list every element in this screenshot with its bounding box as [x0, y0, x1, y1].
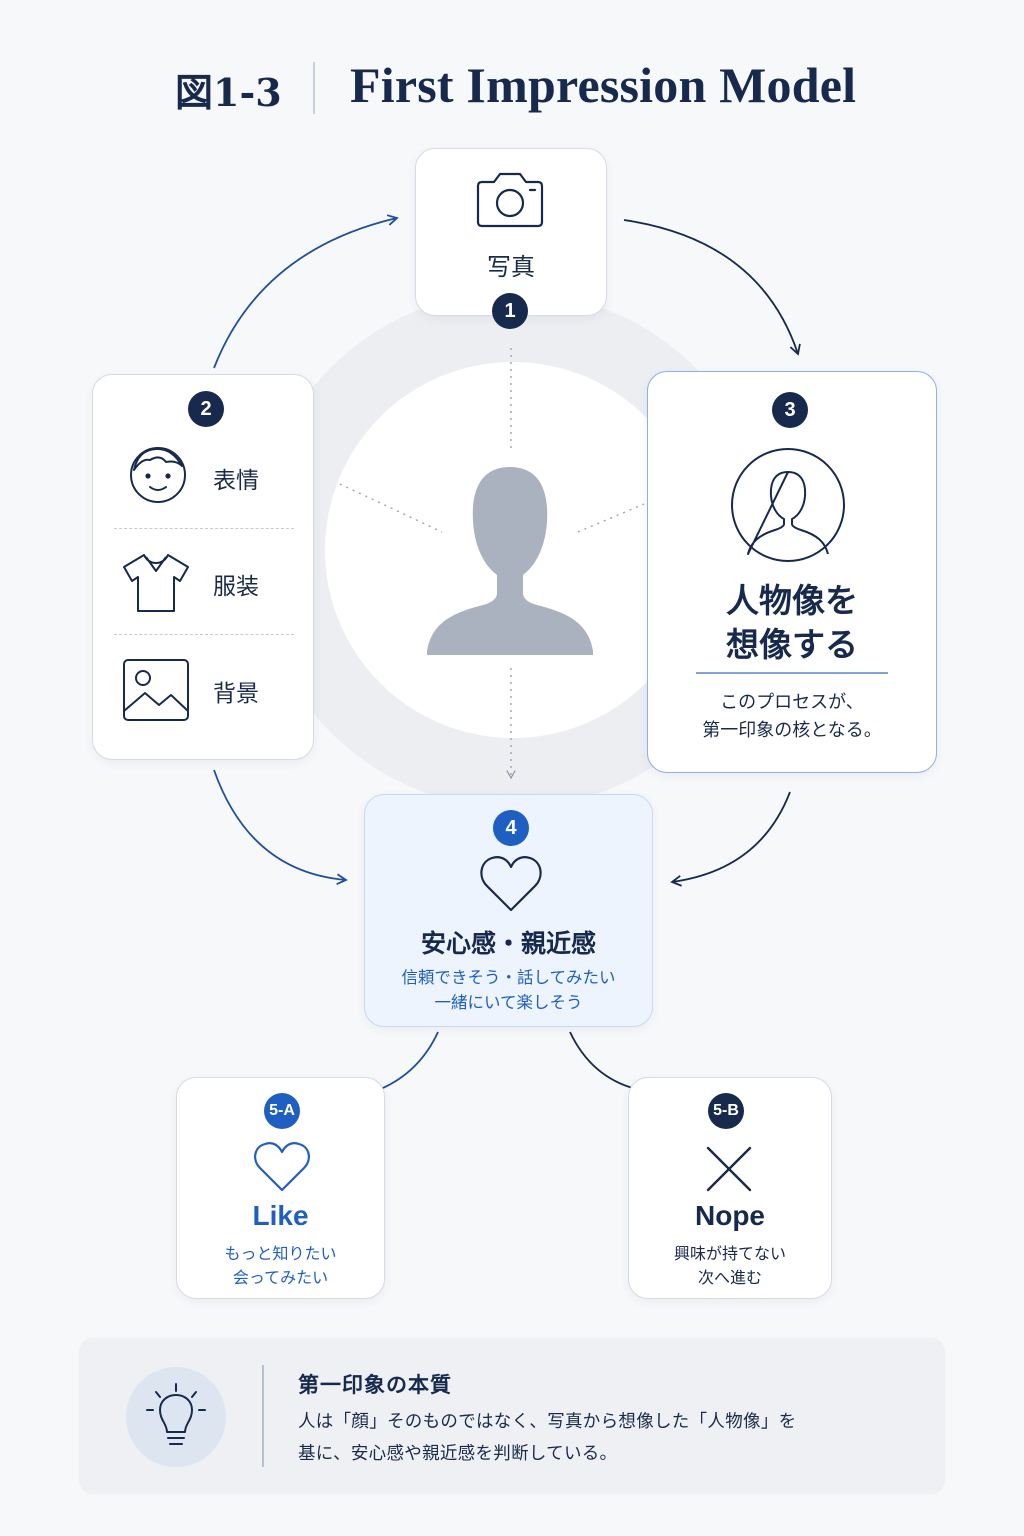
step1-photo-card: [415, 148, 607, 316]
lightbulb-icon: [146, 1383, 206, 1445]
step1-badge: 1: [492, 293, 528, 329]
step1-label: 写真: [487, 253, 535, 281]
step2-elements-card: [92, 374, 314, 760]
step5a-badge: 5-A: [264, 1093, 300, 1129]
step4-title: 安心感・親近感: [420, 929, 596, 958]
arrow-2-to-1: [213, 214, 399, 369]
item-divider: [114, 634, 294, 635]
item-divider: [114, 528, 294, 529]
insight-title: 第一印象の本質: [298, 1373, 452, 1397]
step2-item-clothing: 服装: [213, 574, 259, 600]
step3-desc-line2: 第一印象の核となる。: [702, 720, 882, 741]
step4-desc-line2: 一緒にいて楽しそう: [434, 993, 583, 1012]
step5a-desc-line2: 会ってみたい: [232, 1268, 329, 1287]
title-divider: [313, 62, 315, 114]
cross-icon: [706, 1146, 752, 1192]
step5b-title: Nope: [695, 1200, 765, 1231]
step5b-desc-line1: 興味が持てない: [673, 1244, 786, 1263]
figure-number: 図1-3: [175, 70, 282, 115]
arrow-3-to-4: [670, 791, 791, 887]
face-icon: [130, 447, 186, 503]
center-silhouette-icon: [427, 467, 593, 655]
page-title: First Impression Model: [350, 57, 857, 113]
step3-title-line1: 人物像を: [726, 581, 858, 620]
step5b-desc-line2: 次へ進む: [697, 1268, 762, 1287]
arrow-2-to-4: [213, 769, 348, 886]
step4-desc-line1: 信頼できそう・話してみたい: [401, 968, 616, 987]
step5b-badge: 5-B: [708, 1093, 744, 1129]
insight-line1: 人は「顔」そのものではなく、写真から想像した「人物像」を: [298, 1412, 797, 1432]
step4-badge: 4: [493, 810, 529, 846]
shirt-icon: [123, 554, 189, 612]
step3-badge: 3: [772, 392, 808, 428]
step2-item-background: 背景: [213, 681, 259, 707]
step2-item-expression: 表情: [213, 468, 259, 494]
insight-line2: 基に、安心感や親近感を判断している。: [298, 1444, 618, 1464]
arrow-1-to-3: [623, 219, 801, 356]
step3-title-line2: 想像する: [726, 625, 858, 664]
dotted-link-left: [339, 483, 443, 533]
image-icon: [123, 659, 189, 721]
step3-desc-line1: このプロセスが、: [720, 692, 864, 713]
camera-icon: [476, 172, 544, 228]
dotted-link-right: [577, 503, 645, 533]
person-circle-icon: [731, 448, 845, 562]
step5a-title: Like: [252, 1200, 309, 1231]
step3-imagine-card: [647, 371, 937, 773]
step3-divider: [696, 672, 888, 674]
insight-divider: [262, 1365, 264, 1467]
step5a-desc-line1: もっと知りたい: [224, 1244, 337, 1263]
heart-icon: [254, 1142, 310, 1192]
step2-badge: 2: [188, 391, 224, 427]
heart-icon: [480, 856, 542, 912]
